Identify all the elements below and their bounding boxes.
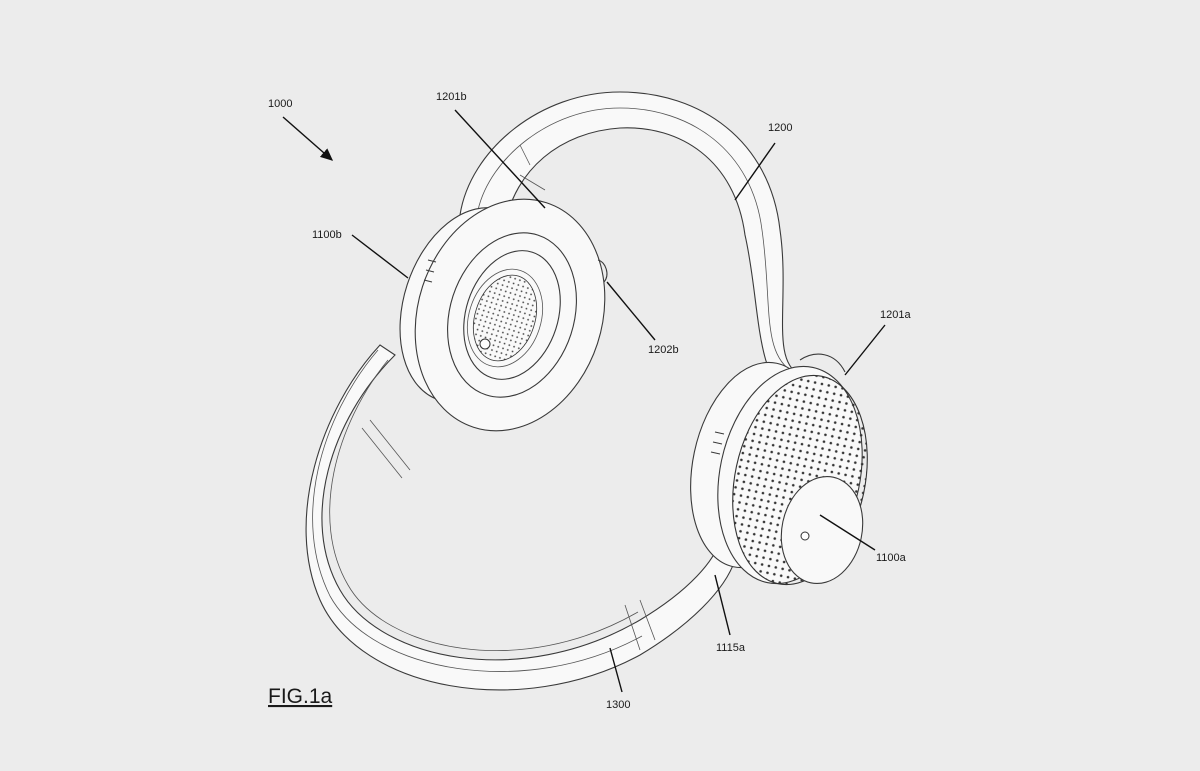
- label-earcup-right: 1100a: [876, 552, 907, 564]
- earcup-right: [690, 353, 868, 586]
- label-device: 1000: [268, 98, 292, 110]
- reference-labels: 1000 1201b 1200 1100b 1202b 1201a 1100a …: [268, 91, 911, 711]
- figure-title: FIG.1a: [268, 685, 333, 708]
- label-earcup-left: 1100b: [312, 229, 342, 241]
- label-neck-band: 1300: [606, 699, 630, 711]
- label-hinge-right: 1201a: [880, 309, 911, 321]
- label-hinge-left: 1201b: [436, 91, 467, 103]
- label-button-left: 1202b: [648, 344, 679, 356]
- leader-lines: [282, 109, 886, 693]
- label-joint-right: 1115a: [716, 642, 746, 654]
- earcup-left: [399, 198, 608, 432]
- device-arrow: [282, 116, 334, 161]
- label-headband: 1200: [768, 122, 792, 134]
